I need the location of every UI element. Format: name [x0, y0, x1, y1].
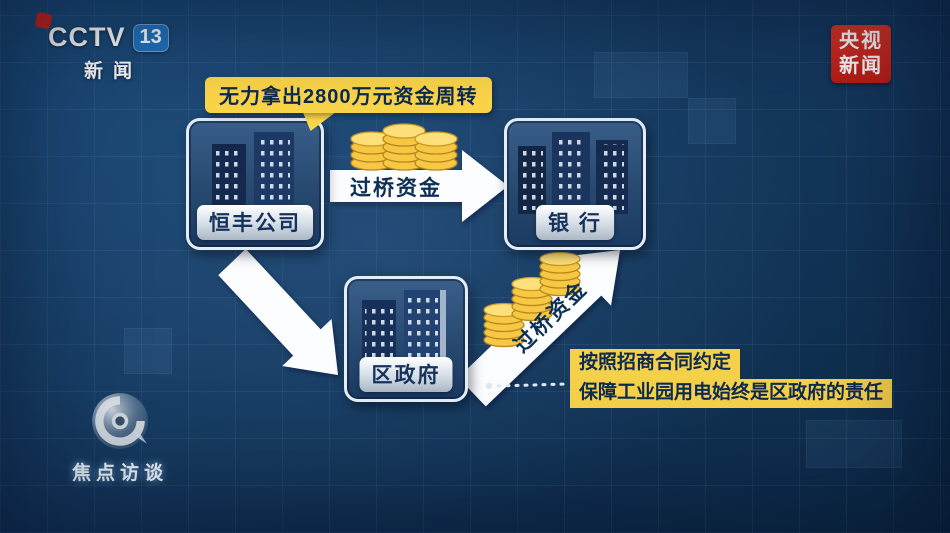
coin-stacks-diagonal	[483, 251, 581, 348]
badge-line2: 新闻	[839, 55, 883, 77]
channel-number-badge: 13	[132, 23, 169, 52]
company-label: 恒丰公司	[197, 205, 313, 240]
company-buildings-icon	[189, 126, 321, 214]
grid-highlight	[124, 328, 172, 374]
program-watermark-label: 焦点访谈	[71, 463, 168, 484]
note-connector	[485, 382, 568, 390]
red-corner-mark	[34, 11, 53, 30]
arrow-company-to-bank	[330, 150, 508, 222]
node-district-gov: 区政府	[344, 276, 468, 402]
node-company: 恒丰公司	[186, 118, 324, 250]
coin-stacks-horizontal	[350, 123, 458, 171]
cctv-news-badge: 央视 新闻	[831, 25, 891, 83]
program-logo-icon	[92, 393, 148, 449]
district-buildings-icon	[347, 284, 465, 368]
callout-funding-problem: 无力拿出2800万元资金周转	[205, 77, 492, 113]
district-label: 区政府	[359, 357, 453, 392]
grid-highlight	[806, 420, 902, 468]
contract-note-line1: 按照招商合同约定	[570, 349, 741, 379]
grid-highlight	[594, 52, 688, 98]
program-watermark: 焦点访谈	[70, 390, 170, 485]
contract-note: 按照招商合同约定 保障工业园用电始终是区政府的责任	[570, 349, 893, 409]
channel-subtitle: 新闻	[84, 61, 143, 82]
cctv-channel-logo: CCTV 13 新闻	[34, 11, 169, 83]
grid-highlight	[688, 98, 736, 144]
flow-label-company-to-bank: 过桥资金	[350, 177, 442, 200]
cctv-wordmark: CCTV	[48, 22, 126, 52]
arrow-company-to-district	[218, 248, 338, 375]
contract-note-line2: 保障工业园用电始终是区政府的责任	[570, 378, 893, 409]
bank-buildings-icon	[507, 126, 643, 214]
bank-label: 银 行	[536, 205, 614, 240]
node-bank: 银 行	[504, 118, 646, 250]
badge-line1: 央视	[839, 30, 883, 52]
